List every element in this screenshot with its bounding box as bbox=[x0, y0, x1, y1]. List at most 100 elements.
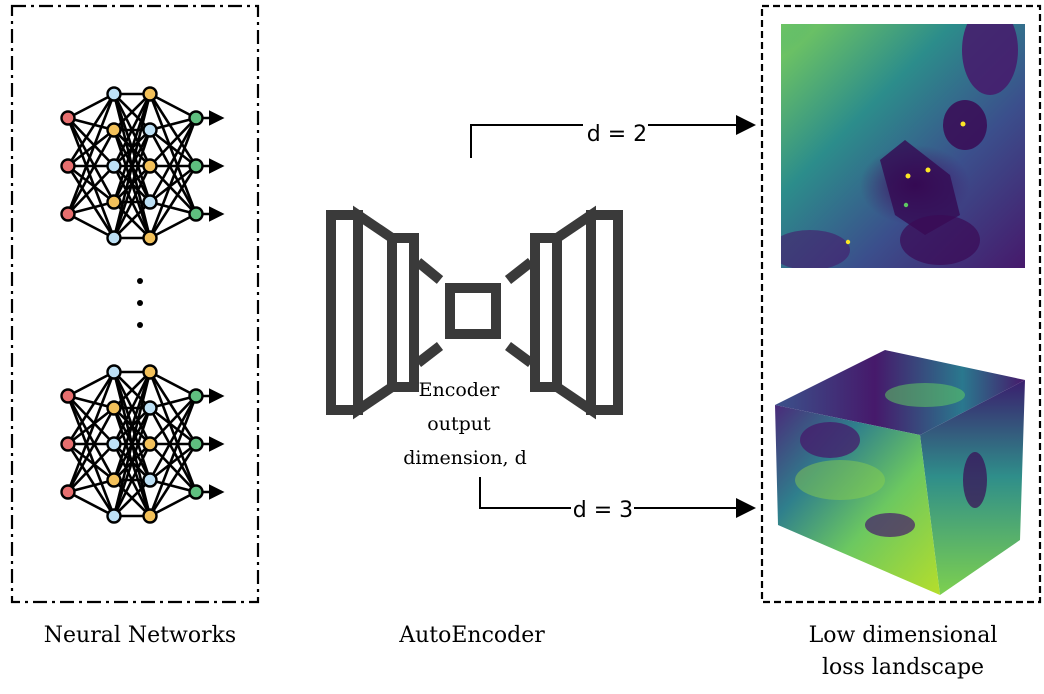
connection-edge bbox=[66, 117, 116, 203]
connection-edge bbox=[113, 479, 151, 517]
connection-edge bbox=[67, 117, 115, 167]
connection-edge bbox=[149, 164, 197, 204]
connection-edge bbox=[67, 212, 115, 240]
connection-edge bbox=[149, 370, 197, 398]
connection-edge bbox=[66, 371, 116, 493]
landscape-2d bbox=[781, 24, 1025, 268]
arrow-d2-label: d = 2 bbox=[587, 122, 647, 147]
connection-edge bbox=[149, 442, 197, 482]
hidden-node bbox=[142, 158, 158, 174]
connection-edge bbox=[113, 93, 151, 131]
hidden-node bbox=[142, 230, 158, 246]
connection-edge bbox=[149, 212, 197, 240]
connection-edge bbox=[66, 93, 116, 167]
connection-edge bbox=[67, 370, 115, 398]
neural-network-top bbox=[60, 86, 225, 246]
decoder-layer-1 bbox=[586, 210, 623, 415]
connection-edge bbox=[67, 443, 115, 493]
neural-networks-frame bbox=[10, 4, 260, 604]
bottleneck-square bbox=[445, 283, 501, 339]
hidden-node bbox=[142, 472, 158, 488]
connection-edge bbox=[66, 407, 116, 493]
connection-edge bbox=[148, 129, 198, 215]
hidden-node bbox=[106, 158, 122, 174]
output-node bbox=[188, 484, 204, 500]
hidden-node bbox=[106, 400, 122, 416]
hidden-node bbox=[142, 194, 158, 210]
bottleneck-label-line-1: Encoder bbox=[419, 379, 501, 401]
arrow-d3-label: d = 3 bbox=[573, 498, 633, 523]
connection-edge bbox=[149, 200, 197, 216]
connection-edge bbox=[149, 395, 197, 445]
caption-neural-networks: Neural Networks bbox=[43, 623, 237, 648]
bottleneck-label-line-3: dimension, d bbox=[403, 447, 526, 469]
connection-edge bbox=[148, 371, 198, 445]
caption-autoencoder: AutoEncoder bbox=[399, 623, 545, 648]
connection-edge bbox=[148, 395, 198, 481]
hidden-node bbox=[142, 122, 158, 138]
encoder-layer-2 bbox=[353, 205, 397, 420]
connection-edge bbox=[149, 92, 197, 120]
hidden-node bbox=[106, 194, 122, 210]
connection-edge bbox=[112, 443, 152, 517]
hidden-node bbox=[106, 230, 122, 246]
connection-edge bbox=[148, 371, 198, 493]
hidden-node bbox=[106, 86, 122, 102]
connection-edge bbox=[149, 128, 197, 168]
connection-edge bbox=[67, 406, 115, 446]
connection-edge bbox=[67, 478, 115, 494]
connection-edge bbox=[112, 129, 152, 239]
connection-edge bbox=[148, 443, 198, 517]
input-node bbox=[60, 206, 76, 222]
hidden-node bbox=[106, 122, 122, 138]
autoencoder-icon bbox=[326, 205, 623, 420]
connection-edge bbox=[149, 117, 197, 167]
connection-edge bbox=[112, 371, 152, 517]
connection-edge bbox=[66, 395, 116, 517]
connection-edge bbox=[148, 165, 198, 239]
connection-edge bbox=[149, 116, 197, 132]
caption-loss-landscape-line-2: loss landscape bbox=[821, 655, 985, 680]
output-node bbox=[188, 388, 204, 404]
connection-edge bbox=[112, 371, 152, 481]
hidden-node bbox=[106, 436, 122, 452]
connection-edge bbox=[66, 443, 116, 517]
connection-edge bbox=[112, 371, 152, 445]
ellipsis-dots bbox=[137, 278, 143, 328]
bottleneck-label: Encoder output dimension, d bbox=[403, 379, 526, 469]
hidden-node bbox=[106, 472, 122, 488]
hidden-node bbox=[142, 508, 158, 524]
connection-edge bbox=[149, 165, 197, 215]
input-node bbox=[60, 436, 76, 452]
hidden-node bbox=[142, 436, 158, 452]
connection-edge bbox=[112, 165, 152, 239]
connection-edge bbox=[66, 93, 116, 215]
connection-edge bbox=[67, 490, 115, 518]
loss-landscape-frame bbox=[760, 4, 1042, 604]
input-node bbox=[60, 110, 76, 126]
input-node bbox=[60, 388, 76, 404]
hidden-node bbox=[106, 364, 122, 380]
caption-loss-landscape: Low dimensional loss landscape bbox=[768, 620, 1038, 684]
connection-edge bbox=[67, 128, 115, 168]
output-node bbox=[188, 206, 204, 222]
connection-edge bbox=[67, 92, 115, 120]
connection-edge bbox=[67, 394, 115, 410]
connection-edge bbox=[149, 394, 197, 410]
output-node bbox=[188, 158, 204, 174]
connection-edge bbox=[148, 395, 198, 517]
arrow-d2: d = 2 bbox=[470, 115, 756, 158]
input-node bbox=[60, 158, 76, 174]
connection-edge bbox=[67, 200, 115, 216]
hidden-node bbox=[142, 364, 158, 380]
neural-network-bottom bbox=[60, 364, 225, 524]
connection-edge bbox=[113, 371, 151, 409]
connection-edge bbox=[112, 407, 152, 517]
hidden-node bbox=[142, 86, 158, 102]
connection-edge bbox=[67, 116, 115, 132]
output-node bbox=[188, 436, 204, 452]
connection-edge bbox=[149, 406, 197, 446]
connection-edge bbox=[148, 93, 198, 215]
bottleneck-label-line-2: output bbox=[427, 413, 491, 435]
